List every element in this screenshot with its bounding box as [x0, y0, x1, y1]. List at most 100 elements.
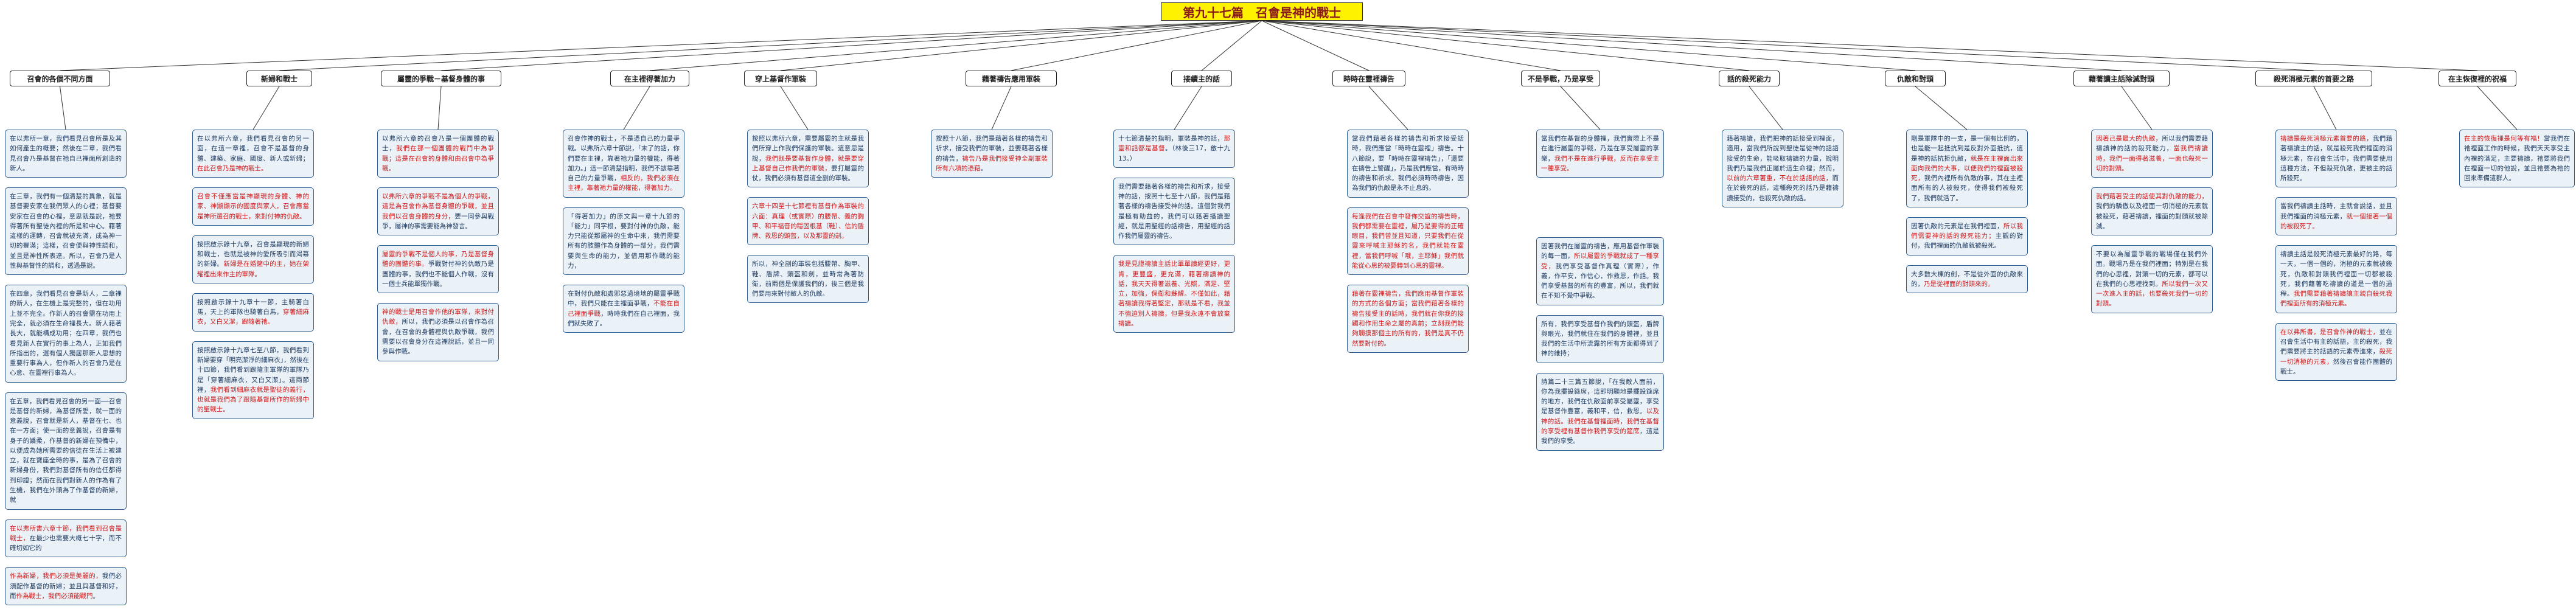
branch-church-aspects: 召會的各個不同方面	[10, 71, 110, 86]
connector-line	[1261, 20, 1370, 71]
note-text: 而在於殺死的話，這種殺死的話乃是藉禱讀接受的，也殺死仇敵的話。	[1727, 175, 1839, 202]
note-text: 並在召會生活中有主的話語，主的殺死，我們需要將主的話語的元素帶進來，	[2280, 328, 2392, 356]
branch-bride-and-warrior: 新婦和戰士	[246, 71, 312, 86]
connector-line	[1261, 20, 2314, 71]
note-text: 以前的六章著重，不在於話語的話，	[1727, 175, 1833, 182]
note-text: 在主的恢復裡是何等有福！	[2464, 135, 2544, 142]
note-text: 當我們在基督的身體裡，我們實際上不是在進行屬靈的爭戰，乃是在享受屬靈的享樂，	[1541, 135, 1659, 162]
note-card: 六章十四至十七節裡有基督作為軍裝的六面：真理（或實際）的腰帶、義的胸甲、和平福音…	[747, 197, 869, 246]
connector-line	[1368, 86, 1408, 130]
root-title: 第九十七篇 召會是神的戰士	[1161, 2, 1363, 21]
branch-pray-in-spirit: 時時在靈裡禱告	[1332, 71, 1405, 86]
note-text: 在以弗所六章，我們看見召會的另一面，在這一章裡，召會不是基督的身體、建築、家庭、…	[197, 135, 309, 162]
branch-spiritual-warfare: 屬靈的爭戰－基督身體的事	[381, 71, 501, 86]
note-text: 因著仇敵的元素是在我們裡面，	[1911, 222, 2003, 230]
note-text: 就一個接著一個的被殺死了。	[2280, 212, 2392, 230]
note-text: 我是見證禱讀主話比單單讀經更好，更肯，更豐盛，更充滿，藉著禱讀神的話，我天天得著…	[1118, 260, 1230, 327]
note-card: 大多數大棟的劍，不是從外面的仇敵來的，乃是從裡面的對頭來的。	[1906, 265, 2028, 294]
note-text: 召會作神的戰士，不是憑自己的力量爭戰。以弗所六章十節說，「末了的話，你們要在主裡…	[568, 135, 680, 182]
note-text: 以弗所六章的爭戰不是為個人的爭戰，這是為召會作為基督身體的爭戰，並且我們以召會身…	[382, 193, 494, 220]
note-text: 我們不是在進行爭戰，反而在享受主一種享受。	[1541, 155, 1660, 172]
column-receive-word: 十七節清楚的指明，軍裝是神的話，那靈和話都是基督。（林後三17，啟十九13。） 我…	[1113, 130, 1235, 342]
note-text: 在四章，我們看見召會是新人，二章裡的新人，在生機上是完整的，但在功用上並不完全。…	[10, 290, 122, 377]
note-text: 我們藉著受主的話使其對仇敵的能力，	[2096, 193, 2208, 201]
connector-line	[279, 20, 1262, 71]
branch-enemy-and-adversary: 仇敵和對頭	[1885, 71, 1946, 86]
column-pray-in-spirit: 當我們藉著各樣的禱告和祈求接受話時，我們應當「時時在靈裡」禱告。十八節說，要「時…	[1347, 130, 1469, 363]
note-text: 屬靈的爭戰不是個人的事，乃是基督身體的團體的事。	[382, 251, 494, 268]
note-text: 藉著禱讀，我們把神的話接受到裡面，適用，當我們所說到聖徒是從神的話語接受的生命，…	[1727, 135, 1839, 172]
note-text: 不要以為屬靈爭戰的戰場僅在我們外面。戰場乃是在我們裡面；特別是在我們的心思裡，對…	[2096, 251, 2208, 288]
connector-line	[1915, 86, 1968, 130]
note-text: 要打屬靈的仗，我們必須有基督這全副的軍裝。	[752, 164, 864, 182]
connector-line	[649, 20, 1262, 71]
note-text: 所以，我們必須是以召會作為召會，在召會的身體裡與仇敵爭戰，我們需要以召會身分在這…	[382, 318, 494, 356]
note-text: 「得著加力」的原文與一章十九節的「能力」同字根，要對付神的仇敵，能力只能從那屬神…	[568, 212, 680, 269]
note-text: 以及神的話。我們在基督裡面時，我們在基督的享受裡有基督作我們享受的筵席	[1541, 408, 1660, 435]
branch-apply-armor-by-prayer: 藉著禱告應用軍裝	[966, 71, 1057, 86]
note-card: 以弗所六章的爭戰不是為個人的爭戰，這是為召會作為基督身體的爭戰，並且我們以召會身…	[377, 187, 499, 236]
branch-blessing-in-recovery: 在主恢復裡的祝福	[2438, 71, 2516, 86]
column-spiritual-warfare: 以弗所六章的召會乃是一個團體的戰士，我們在那一個團體的戰鬥中為爭戰；這是在召會的…	[377, 130, 499, 371]
column-apply-armor-by-prayer: 按照十八節，我們是藉著各樣的禱告和祈求，接受我們的軍裝，並要藉著各樣的禱告，禱告…	[931, 130, 1053, 187]
note-text: 在三章，我們有一個清楚的異象，就是基督要安家在我們眾人的心裡；基督要安家在召會的…	[10, 193, 122, 269]
note-text: 在以弗所書六章十節，我們看到召會是戰士，	[10, 524, 122, 542]
column-not-fighting-enjoying-lower: 因著我們在屬靈的禱告，應用基督作軍裝的每一面，所以屬靈的爭戰就成了一種享受，我們…	[1536, 237, 1664, 460]
connector-line	[1261, 20, 2478, 71]
connector-line	[780, 20, 1262, 71]
note-text: 要一同參與戰爭，屬神的事需要能為神發言。	[382, 212, 494, 230]
connector-line	[1174, 86, 1202, 130]
note-text: ，時時我們在自己裡面，我們就失敗了。	[568, 310, 680, 327]
note-card: 藉著在靈裡禱告，我們應用基督作軍裝的方式的各個方面；當我們藉著各樣的禱告接受主的…	[1347, 285, 1469, 353]
note-text: 當我們在祂裡面工作的時候，我們天天享受主內裡的滿足，主要禱讀，祂要將我們在裡面一…	[2464, 135, 2571, 182]
note-card: 當我們禱讀主話時，主就會說話，並且我們裡面的消極元素，就一個接著一個的被殺死了。	[2275, 197, 2397, 236]
column-enemy-and-adversary: 剛是軍隊中的一支，是一個有比例的，也是能一起抵抗到是反對外面抵抗，這是神的話抗拒…	[1906, 130, 2028, 303]
note-text: 乃是從裡面的對頭來的。	[1924, 280, 1994, 288]
note-card: 召會作神的戰士，不是憑自己的力量爭戰。以弗所六章十節說，「末了的話，你們要在主裡…	[563, 130, 684, 198]
note-text: 禱讀是殺死消極元素首要的路，	[2280, 135, 2373, 142]
note-card: 屬靈的爭戰不是個人的事，乃是基督身體的團體的事。爭戰對付神的仇敵乃是團體的事，我…	[377, 245, 499, 294]
note-text: 我們需要藉著各樣的禱告和祈求，接受神的話，按照十七至十八節，我們是藉著各樣的禱告…	[1118, 182, 1230, 240]
note-text: 詩篇二十三篇五節說，「在我敵人面前，你為我擺設筵席，這即明顯地是擺設筵席的地方，…	[1541, 378, 1659, 415]
note-card: 在對付仇敵和處邪惡過境地的屬靈爭戰中，我們只能在主裡面爭戰，不能在自己裡面爭戰，…	[563, 285, 684, 333]
note-card: 十七節清楚的指明，軍裝是神的話，那靈和話都是基督。（林後三17，啟十九13。）	[1113, 130, 1235, 168]
note-text: 六章十四至十七節裡有基督作為軍裝的六面：真理（或實際）的腰帶、義的胸甲、和平福音…	[752, 203, 864, 240]
note-card: 所有，我們享受基督作我們的頭盔，盾牌與眼光，我們就住在我們的身體裡，並且我們的生…	[1536, 314, 1664, 363]
note-card: 在以弗所書六章十節，我們看到召會是戰士，在最少也需要大概七十字，而不確切如它的	[5, 519, 127, 558]
connector-line	[1560, 86, 1601, 130]
note-text: 十七節清楚的指明，軍裝是神的話，	[1118, 135, 1224, 142]
note-card: 按照以弗所六章，需要屬靈的主就是我們所穿上作我們保護的軍裝。這意思是說，我們既是…	[747, 130, 869, 188]
connector-line	[2477, 86, 2518, 130]
note-card: 禱讀主話是殺死消極元素最好的路，每一天，一個一個的，消極的元素就被殺死，仇敵和對…	[2275, 245, 2397, 313]
note-text: 按照啟示錄十九章七至八節，我們看到新婦要穿「明亮潔淨的細麻衣」，然後在十四節，我…	[197, 346, 309, 394]
note-text: 當我們禱讀主話時，主就會說話，並且我們裡面的消極元素，	[2280, 203, 2392, 220]
column-killing-power: 藉著禱讀，我們把神的話接受到裡面，適用，當我們所說到聖徒是從神的話語接受的生命，…	[1722, 130, 1843, 217]
note-card: 在主的恢復裡是何等有福！當我們在祂裡面工作的時候，我們天天享受主內裡的滿足，主要…	[2459, 130, 2575, 188]
note-text: 我們既是要基督作身體，就是要穿上基督自己作我們的軍裝，	[752, 155, 864, 172]
connector-line	[1749, 86, 1783, 130]
note-card: 在以弗所六章，我們看見召會的另一面，在這一章裡，召會不是基督的身體、建築、家庭、…	[192, 130, 314, 178]
note-text: 主觀的對付，我們裡面的仇敵就被殺死。	[1911, 232, 2024, 250]
note-text: 我們享受基督作真理（實際），作義，作平安，作信心，作救恩，作話。我們享受基督的所…	[1541, 262, 1659, 300]
note-card: 當我們在基督的身體裡，我們實際上不是在進行屬靈的爭戰，乃是在享受屬靈的享樂，我們…	[1536, 130, 1664, 178]
note-card: 神的戰士是用召會作他的軍隊，來對付仇敵，所以，我們必須是以召會作為召會，在召會的…	[377, 303, 499, 361]
note-text: 我們在那一個團體的戰鬥中為爭戰；這是在召會的身體和由召會中為爭戰。	[382, 145, 495, 172]
column-strengthened-in-lord: 召會作神的戰士，不是憑自己的力量爭戰。以弗所六章十節說，「末了的話，你們要在主裡…	[563, 130, 684, 342]
column-bride-and-warrior: 在以弗所六章，我們看見召會的另一面，在這一章裡，召會不是基督的身體、建築、家庭、…	[192, 130, 314, 429]
note-text: 相反的，我們必須在主裡，靠著祂力量的權能，得著加力。	[568, 175, 680, 192]
note-text: 我們需要藉著禱讀讓主親自殺死我們裡面所有的消極元素。	[2280, 290, 2392, 308]
note-card: 所以，神全副的軍裝包括腰帶、胸甲、鞋、盾牌、頭盔和劍，並時常為著防衛，前兩個是保…	[747, 255, 869, 304]
connector-line	[1261, 20, 2122, 71]
note-text: 所有，我們享受基督作我們的頭盔，盾牌與眼光，我們就住在我們的身體裡，並且我們的生…	[1541, 320, 1659, 358]
branch-strengthened-in-lord: 在主裡得著加力	[610, 71, 689, 86]
connector-line	[60, 86, 66, 130]
branch-receive-word: 接續主的話	[1171, 71, 1232, 86]
note-text: 然後召會能作團體的戰士。	[2280, 358, 2392, 375]
note-card: 按照啟示錄十九章七至八節，我們看到新婦要穿「明亮潔淨的細麻衣」，然後在十四節，我…	[192, 341, 314, 419]
branch-not-fighting-enjoying: 不是爭戰，乃是享受	[1521, 71, 1600, 86]
note-text: 。	[980, 164, 987, 172]
note-card: 「得著加力」的原文與一章十九節的「能力」同字根，要對付神的仇敵，能力只能從那屬神…	[563, 207, 684, 276]
note-text: 我們藉著禱讀主的話，就是殺死我們裡面的消極元素，在召會生活中，我們需要使用這種方…	[2280, 135, 2392, 182]
note-text: 按照啟示錄十九章，召會是顯現的新婦和戰士，也就是被神的愛所吸引而渴慕的新婦。	[197, 240, 309, 268]
branch-killing-power: 話的殺死能力	[1719, 71, 1780, 86]
